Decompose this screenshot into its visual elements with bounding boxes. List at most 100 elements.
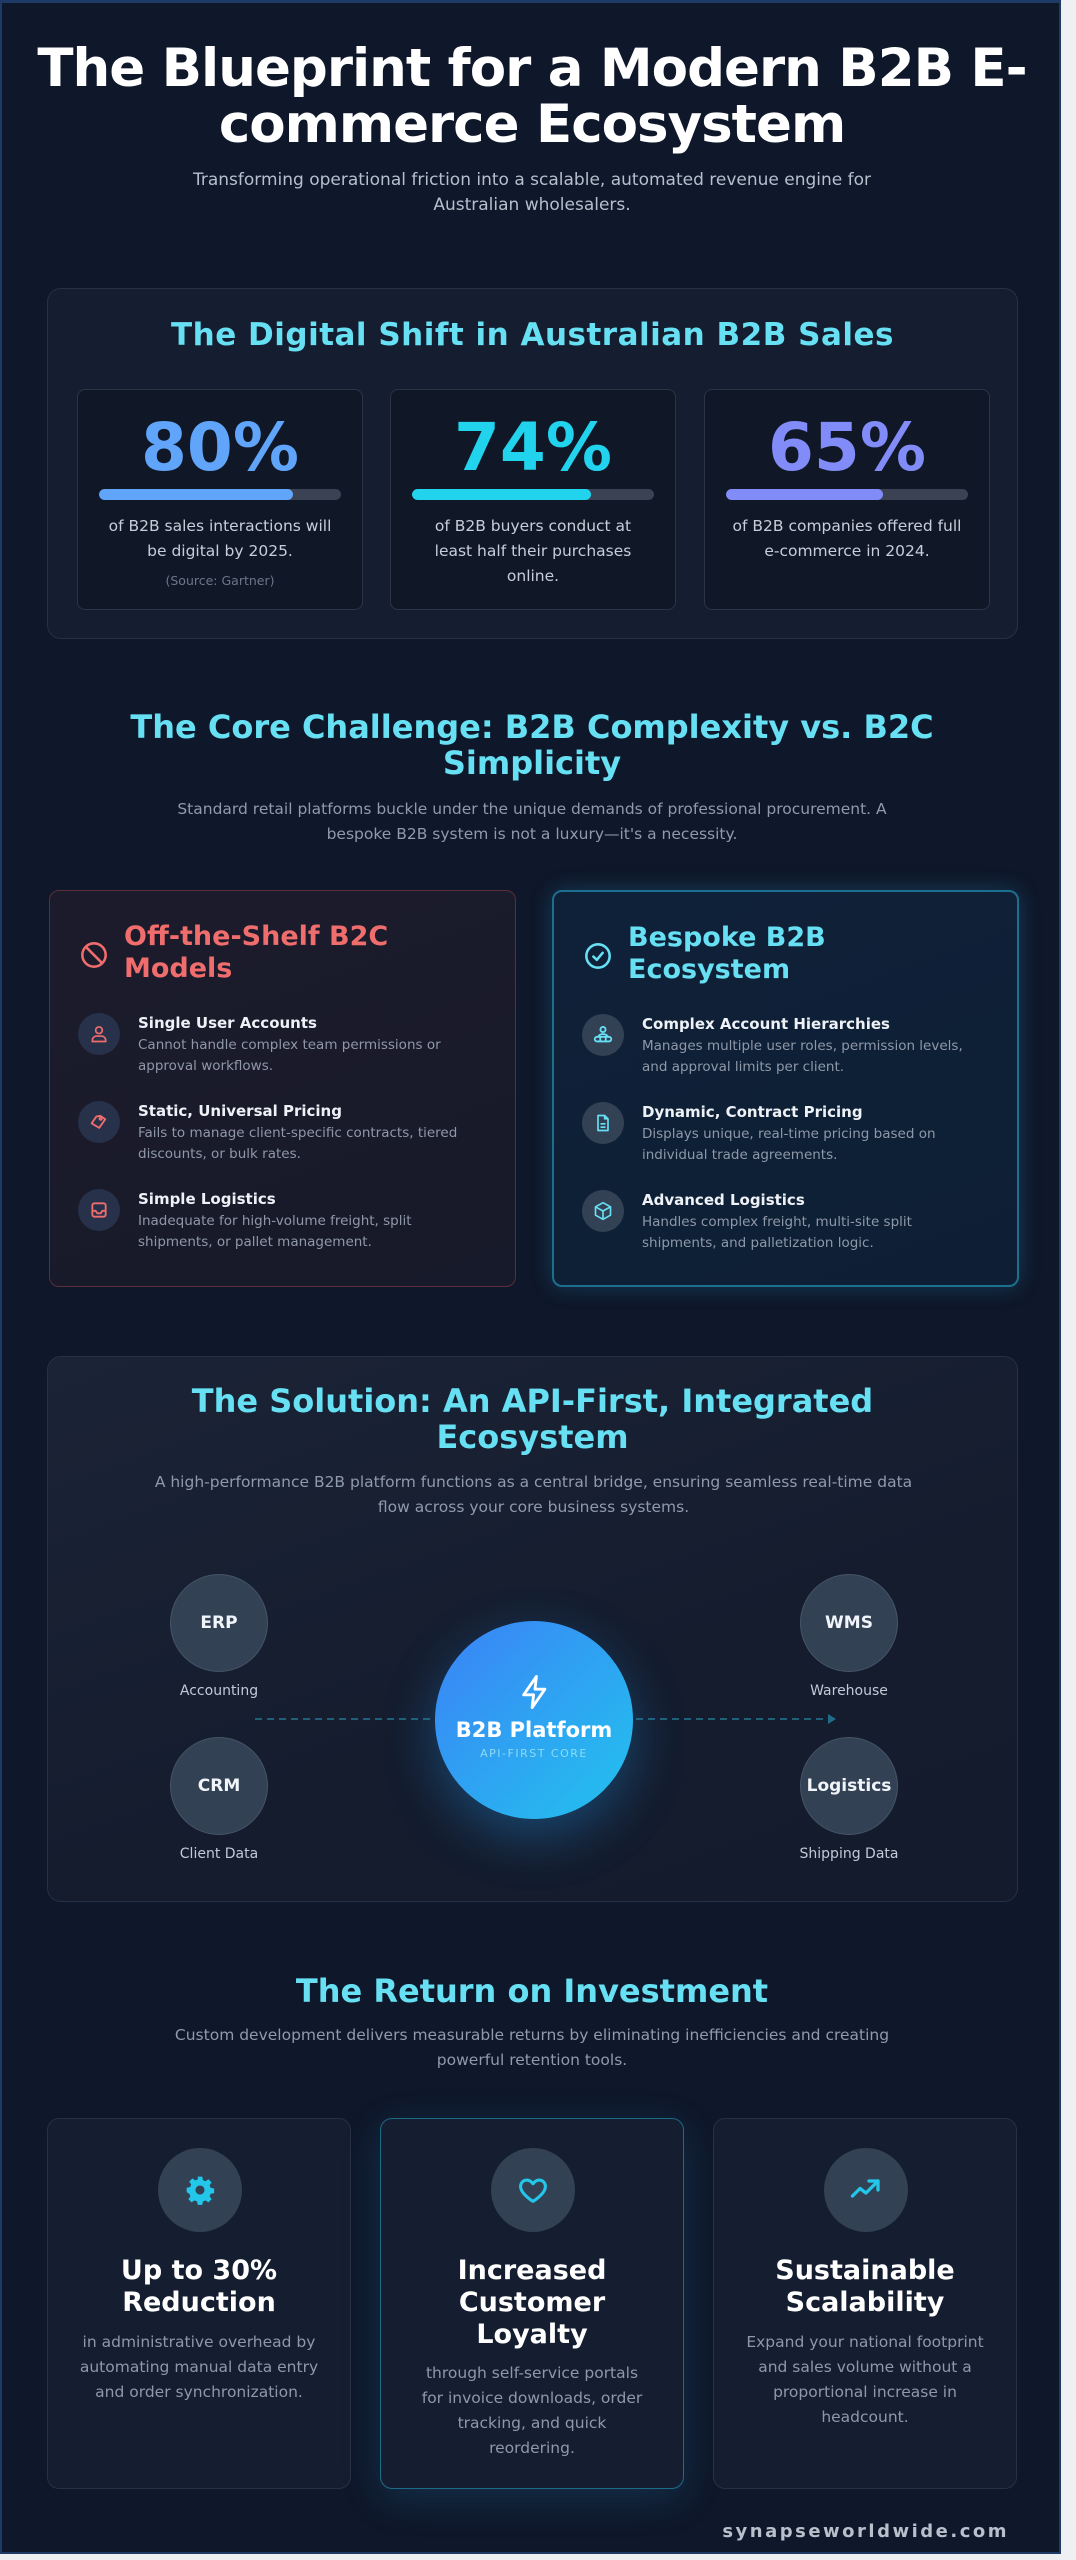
desc-line: reordering. bbox=[489, 2439, 575, 2457]
stat-description: of B2B companies offered full e-commerce… bbox=[723, 514, 971, 564]
desc-line: shipments, and palletization logic. bbox=[642, 1235, 874, 1251]
page-title-line: commerce Ecosystem bbox=[218, 94, 846, 155]
solution-subtitle: A high-performance B2B platform function… bbox=[88, 1470, 979, 1520]
item-description: Cannot handle complex team permissions o… bbox=[138, 1035, 488, 1077]
icon-badge bbox=[582, 1190, 624, 1232]
stat-source: (Source: Gartner) bbox=[165, 573, 275, 588]
hub-title: B2B Platform bbox=[455, 1718, 613, 1742]
tag-icon bbox=[90, 1114, 107, 1129]
stat-value: 80% bbox=[141, 409, 299, 486]
subtitle-line: Custom development delivers measurable r… bbox=[174, 2026, 890, 2044]
gear-icon bbox=[186, 2176, 215, 2205]
title-line: Up to 30% bbox=[120, 2255, 278, 2286]
heart-icon bbox=[519, 2178, 547, 2203]
connector-lines bbox=[255, 1714, 836, 1724]
crm-node: CRM bbox=[170, 1737, 268, 1835]
stat-description: of B2B buyers conduct at least half thei… bbox=[409, 514, 657, 589]
challenge-title: The Core Challenge: B2B Complexity vs. B… bbox=[42, 709, 1022, 781]
lightning-icon bbox=[522, 1674, 547, 1709]
b2c-item: Simple Logistics Inadequate for high-vol… bbox=[78, 1189, 498, 1259]
challenge-subtitle: Standard retail platforms buckle under t… bbox=[82, 797, 982, 847]
icon-badge bbox=[582, 1102, 624, 1144]
desc-line: Fails to manage client-specific contract… bbox=[138, 1125, 458, 1141]
icon-badge bbox=[491, 2148, 575, 2232]
subtitle-line: bespoke B2B system is not a luxury—it's … bbox=[326, 825, 738, 843]
desc-line: Inadequate for high-volume freight, spli… bbox=[138, 1213, 412, 1229]
roi-card-highlighted: Increased Customer Loyalty through self-… bbox=[380, 2118, 684, 2489]
erp-node-label: Accounting bbox=[179, 1683, 259, 1699]
desc-line: Cannot handle complex team permissions o… bbox=[138, 1037, 441, 1053]
roi-card-title: Sustainable Scalability bbox=[724, 2255, 1006, 2319]
b2c-card-title: Off-the-Shelf B2C Models bbox=[124, 921, 388, 985]
desc-line: online. bbox=[506, 567, 560, 585]
icon-badge bbox=[78, 1013, 120, 1055]
b2b-ecosystem-card: Bespoke B2B Ecosystem Complex Account Hi… bbox=[552, 890, 1019, 1287]
desc-line: shipments, or pallet management. bbox=[138, 1234, 372, 1250]
desc-line: of B2B companies offered full bbox=[732, 517, 962, 535]
title-line: Loyalty bbox=[476, 2319, 588, 2350]
title-line: Sustainable bbox=[775, 2255, 955, 2286]
b2b-card-title: Bespoke B2B Ecosystem bbox=[628, 922, 826, 986]
crm-node-label: Client Data bbox=[179, 1846, 259, 1862]
digital-shift-panel: The Digital Shift in Australian B2B Sale… bbox=[47, 288, 1018, 639]
solution-panel: The Solution: An API-First, Integrated E… bbox=[47, 1356, 1018, 1902]
desc-line: through self-service portals bbox=[425, 2364, 639, 2382]
roi-subtitle: Custom development delivers measurable r… bbox=[82, 2023, 982, 2073]
desc-line: discounts, or bulk rates. bbox=[138, 1146, 301, 1162]
desc-line: for invoice downloads, order bbox=[421, 2389, 643, 2407]
stat-progress-fill bbox=[726, 489, 884, 500]
desc-line: Manages multiple user roles, permission … bbox=[642, 1038, 963, 1054]
roi-title: The Return on Investment bbox=[295, 1972, 769, 2010]
item-title: Dynamic, Contract Pricing bbox=[642, 1103, 863, 1121]
desc-line: Displays unique, real-time pricing based… bbox=[642, 1126, 936, 1142]
logistics-node-label: Shipping Data bbox=[799, 1846, 899, 1862]
desc-line: of B2B buyers conduct at bbox=[434, 517, 632, 535]
title-line: Ecosystem bbox=[436, 1418, 629, 1456]
title-line: Customer bbox=[458, 2287, 606, 2318]
item-description: Manages multiple user roles, permission … bbox=[642, 1036, 992, 1078]
subtitle-line: A high-performance B2B platform function… bbox=[154, 1473, 913, 1491]
b2b-platform-hub: B2B Platform API-FIRST CORE bbox=[435, 1621, 633, 1819]
b2b-item: Dynamic, Contract Pricing Displays uniqu… bbox=[582, 1102, 1002, 1172]
desc-line: in administrative overhead by bbox=[82, 2333, 316, 2351]
icon-badge bbox=[158, 2148, 242, 2232]
b2b-card-header: Bespoke B2B Ecosystem bbox=[584, 922, 1004, 988]
roi-card-title: Increased Customer Loyalty bbox=[391, 2255, 673, 2351]
subtitle-line: Australian wholesalers. bbox=[433, 195, 631, 215]
subtitle-line: flow across your core business systems. bbox=[377, 1498, 690, 1516]
wms-node-label: Warehouse bbox=[810, 1683, 888, 1699]
stat-value: 65% bbox=[768, 409, 926, 486]
title-line: The Solution: An API-First, Integrated bbox=[191, 1382, 874, 1420]
item-description: Fails to manage client-specific contract… bbox=[138, 1123, 488, 1165]
desc-line: Handles complex freight, multi-site spli… bbox=[642, 1214, 912, 1230]
inbox-icon bbox=[91, 1202, 107, 1218]
b2c-card-header: Off-the-Shelf B2C Models bbox=[80, 921, 500, 987]
ban-icon bbox=[81, 942, 107, 968]
stat-card: 80% of B2B sales interactions will be di… bbox=[77, 389, 363, 610]
roi-card-title: Up to 30% Reduction bbox=[58, 2255, 340, 2319]
stat-progress-bar bbox=[99, 489, 341, 500]
stat-value: 74% bbox=[454, 409, 612, 486]
desc-line: e-commerce in 2024. bbox=[764, 542, 930, 560]
subtitle-line: Standard retail platforms buckle under t… bbox=[177, 800, 887, 818]
item-title: Single User Accounts bbox=[138, 1014, 317, 1032]
page-title: The Blueprint for a Modern B2B E- commer… bbox=[22, 41, 1042, 153]
desc-line: proportional increase in bbox=[773, 2383, 957, 2401]
item-title: Static, Universal Pricing bbox=[138, 1102, 342, 1120]
subtitle-line: powerful retention tools. bbox=[436, 2051, 628, 2069]
desc-line: and order synchronization. bbox=[95, 2383, 303, 2401]
page-subtitle: Transforming operational friction into a… bbox=[152, 168, 912, 218]
icon-badge bbox=[824, 2148, 908, 2232]
icon-badge bbox=[582, 1014, 624, 1056]
hub-subtitle: API-FIRST CORE bbox=[480, 1747, 588, 1760]
desc-line: of B2B sales interactions will bbox=[108, 517, 332, 535]
roi-card: Sustainable Scalability Expand your nati… bbox=[713, 2118, 1017, 2489]
logistics-node: Logistics bbox=[800, 1737, 898, 1835]
footer-brand: synapseworldwide.com bbox=[722, 2521, 1009, 2542]
roi-card-description: Expand your national footprint and sales… bbox=[740, 2330, 990, 2430]
b2b-item: Advanced Logistics Handles complex freig… bbox=[582, 1190, 1002, 1260]
desc-line: approval workflows. bbox=[138, 1058, 274, 1074]
solution-title: The Solution: An API-First, Integrated E… bbox=[48, 1383, 1017, 1455]
stat-description: of B2B sales interactions will be digita… bbox=[96, 514, 344, 564]
desc-line: automating manual data entry bbox=[79, 2358, 319, 2376]
